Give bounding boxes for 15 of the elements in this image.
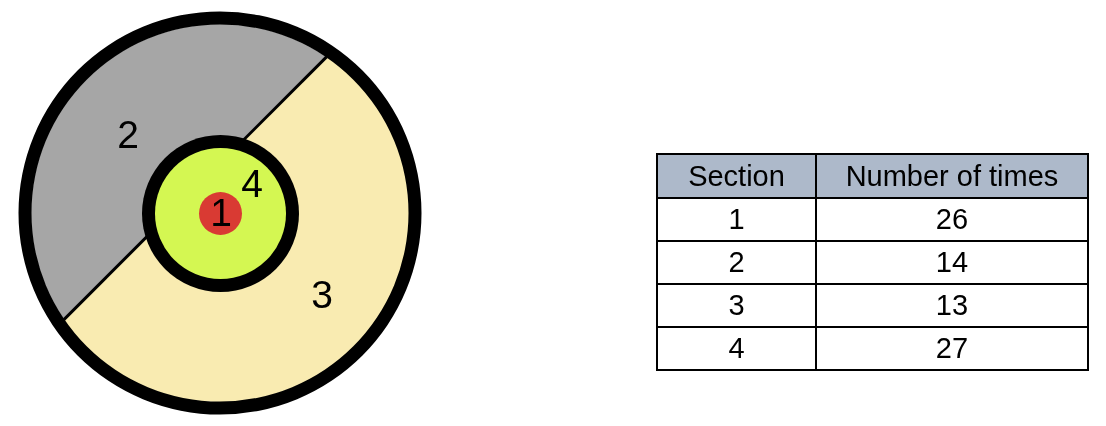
table-cell: 4 (657, 327, 816, 370)
table-cell: 13 (816, 284, 1088, 327)
section-number: 2 (117, 114, 139, 154)
table-cell: 14 (816, 241, 1088, 284)
table-cell: 27 (816, 327, 1088, 370)
table-cell: 2 (657, 241, 816, 284)
section-number: 1 (210, 192, 232, 232)
table-cell: 1 (657, 198, 816, 241)
bullseye-dot (198, 191, 242, 235)
table-header-cell: Number of times (816, 154, 1088, 198)
section-number: 4 (241, 163, 263, 203)
table-cell: 26 (816, 198, 1088, 241)
section-number: 3 (311, 274, 333, 314)
table-header-cell: Section (657, 154, 816, 198)
table-cell: 3 (657, 284, 816, 327)
